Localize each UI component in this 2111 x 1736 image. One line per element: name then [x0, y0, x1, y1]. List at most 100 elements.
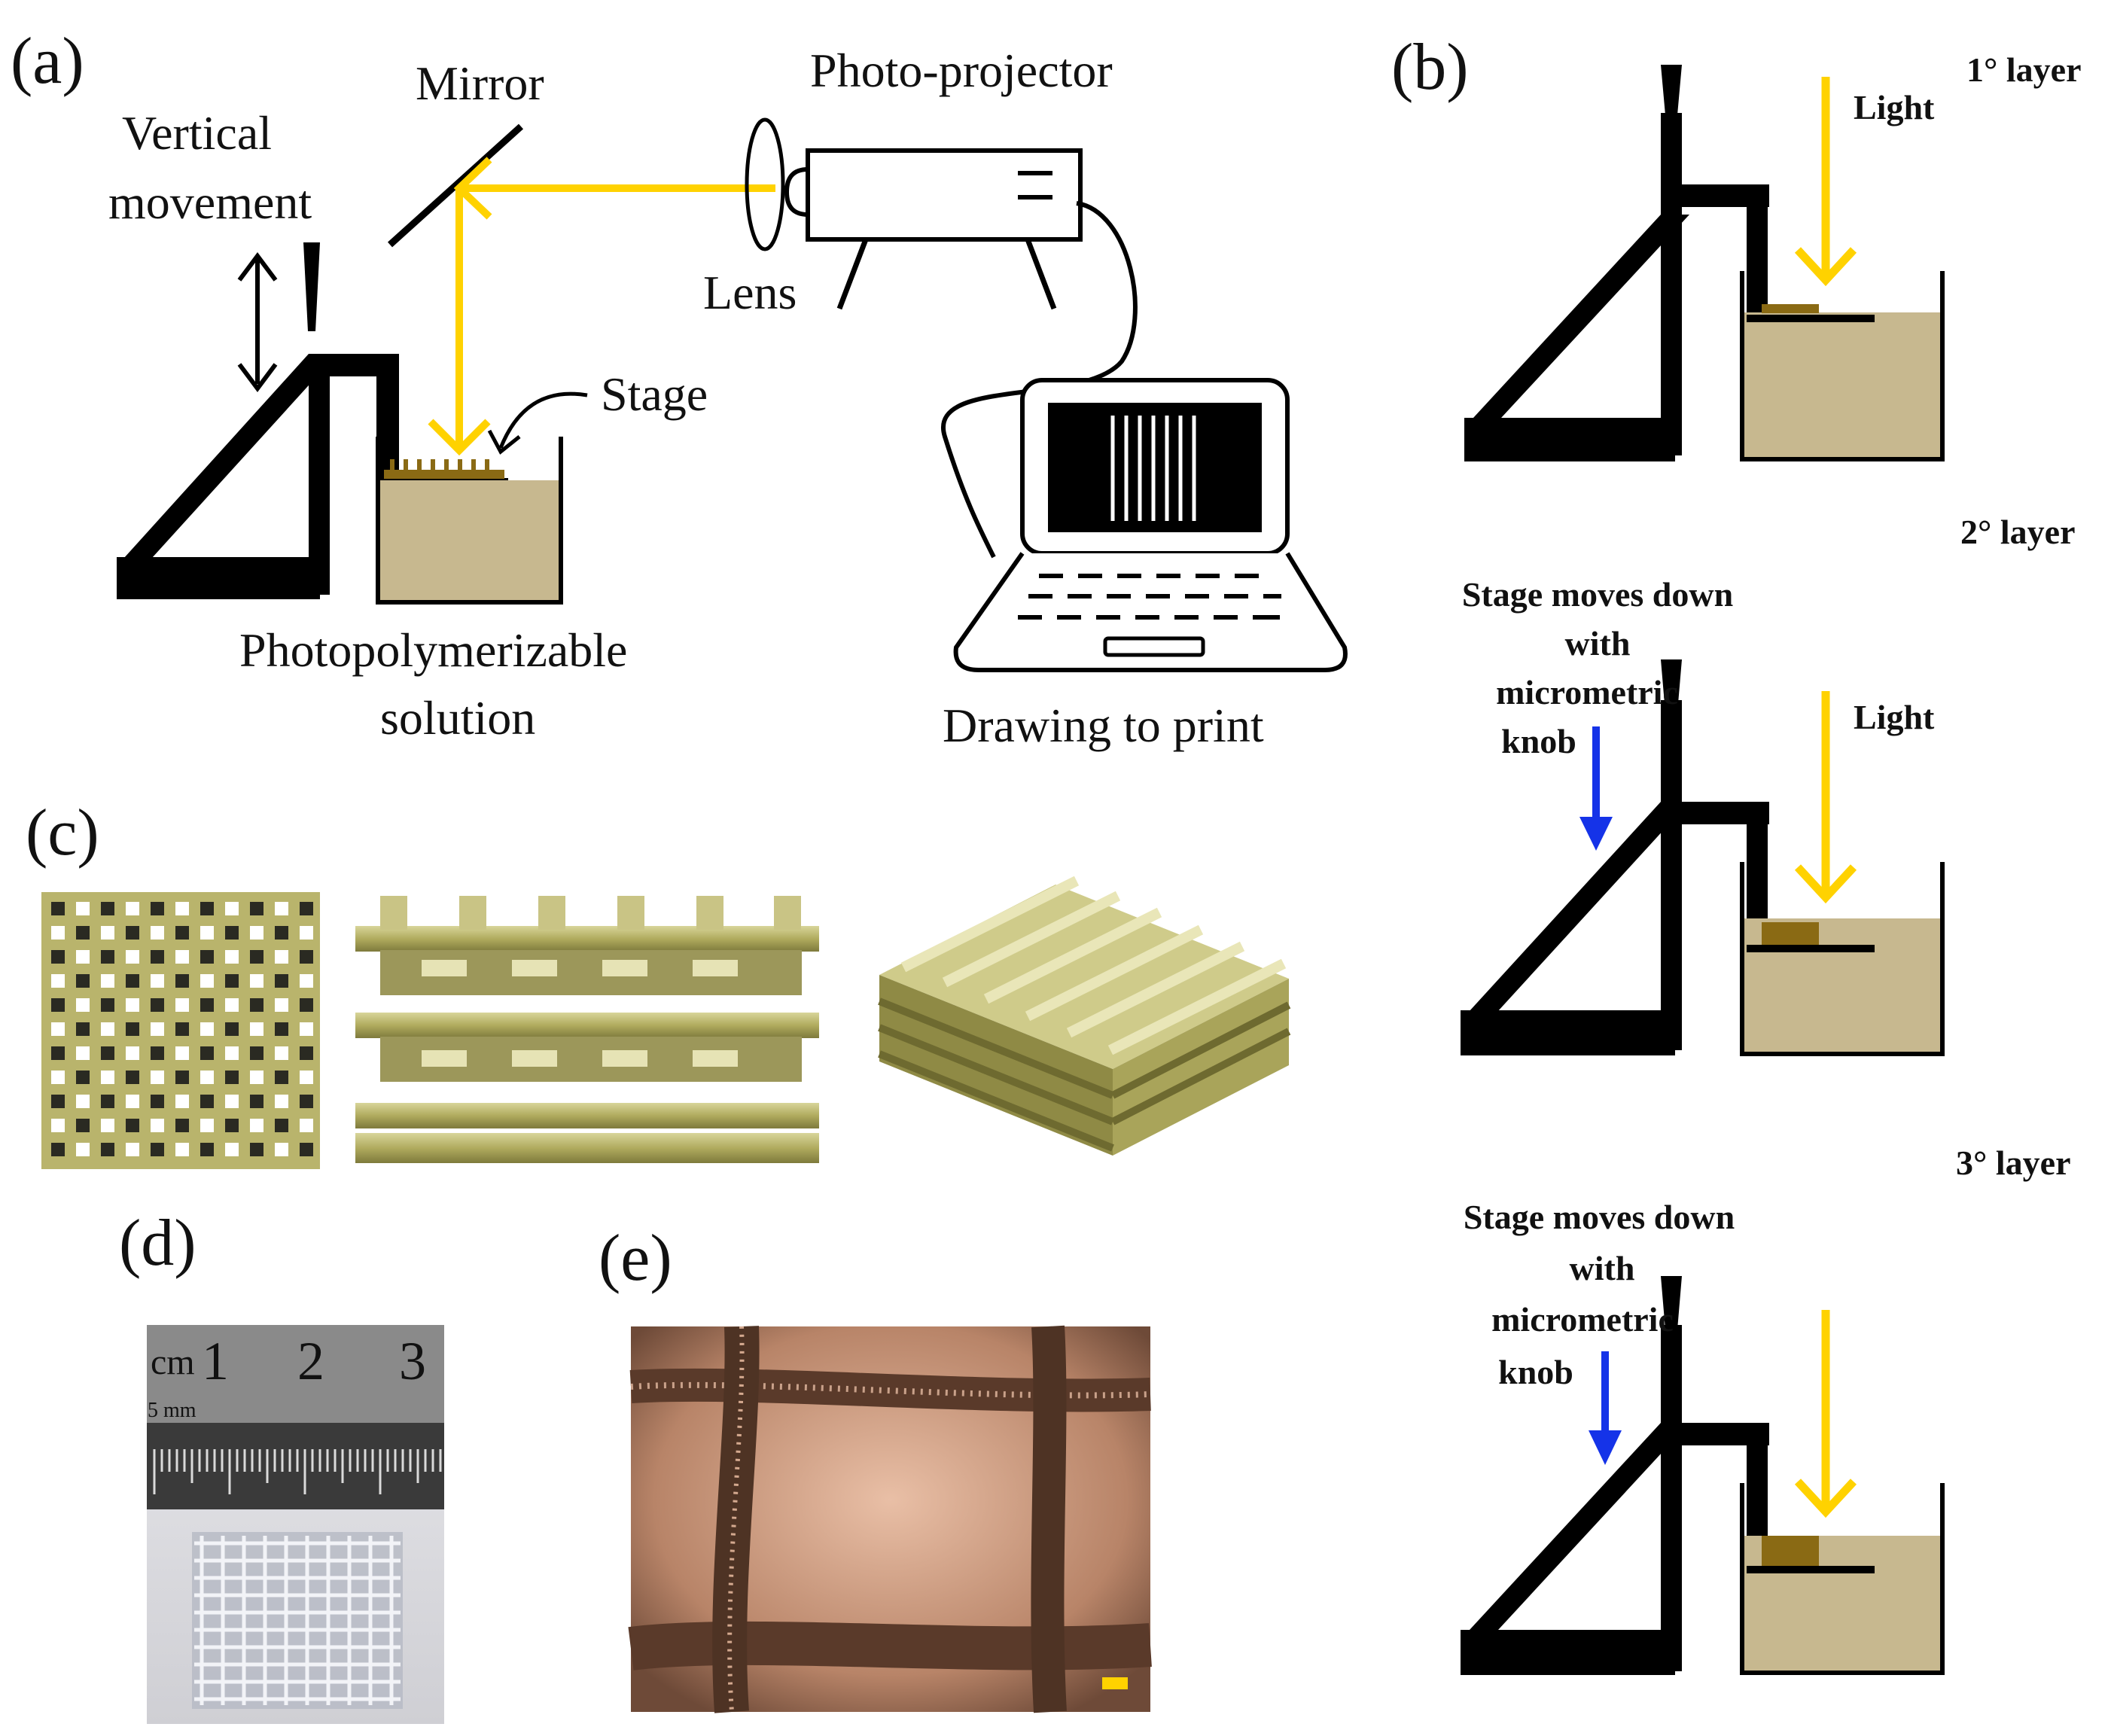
panel-c-label: (c) — [26, 796, 99, 870]
lattice-hole — [175, 974, 189, 988]
lattice-hole — [225, 1143, 239, 1156]
lattice-hole — [200, 926, 214, 940]
stage-pointer — [498, 391, 588, 449]
printed-scaffold-photo — [192, 1532, 403, 1709]
lattice-hole — [250, 1071, 263, 1084]
lattice-hole — [275, 950, 288, 964]
lattice-hole — [151, 926, 164, 940]
vat-a — [376, 437, 563, 605]
lattice-hole — [51, 974, 65, 988]
mirror-label: Mirror — [416, 56, 544, 110]
ruler: cm 1 2 3 5 mm — [147, 1325, 444, 1509]
lattice-hole — [175, 950, 189, 964]
scaffold-top-view — [41, 892, 320, 1169]
panel-e: (e) — [599, 1222, 1152, 1713]
lattice-hole — [51, 1119, 65, 1132]
lattice-hole — [200, 998, 214, 1012]
lattice-hole — [175, 1022, 189, 1036]
lattice-hole — [225, 902, 239, 915]
lattice-hole — [200, 1143, 214, 1156]
lattice-hole — [151, 1022, 164, 1036]
light-path-a — [428, 157, 775, 456]
scaffold-iso-view — [878, 876, 1291, 1156]
lattice-hole — [225, 974, 239, 988]
moves-label-3b: with — [1570, 1249, 1635, 1287]
lattice-hole — [225, 1095, 239, 1108]
lattice-hole — [101, 950, 114, 964]
lattice-hole — [76, 998, 90, 1012]
lattice-hole — [126, 1046, 139, 1060]
ruler-mm: 5 mm — [148, 1399, 196, 1422]
lattice-hole — [51, 1095, 65, 1108]
lattice-hole — [250, 998, 263, 1012]
lattice-hole — [51, 926, 65, 940]
lattice-hole — [250, 950, 263, 964]
lattice-hole — [275, 1095, 288, 1108]
lattice-hole — [76, 974, 90, 988]
moves-label-2b: with — [1565, 624, 1631, 662]
lattice-hole — [275, 1119, 288, 1132]
step-3: Stage moves down with micrometric knob — [1461, 1198, 1945, 1675]
lattice-hole — [76, 1071, 90, 1084]
lattice-hole — [200, 1119, 214, 1132]
lattice-hole — [76, 1022, 90, 1036]
layer3-label: 3° layer — [1956, 1144, 2071, 1182]
lattice-hole — [151, 902, 164, 915]
lattice-hole — [101, 1119, 114, 1132]
photo-projector — [784, 148, 1083, 310]
lattice-hole — [126, 998, 139, 1012]
lattice-hole — [250, 902, 263, 915]
scale-bar — [1102, 1677, 1128, 1689]
ruler-3: 3 — [399, 1331, 426, 1391]
lattice-hole — [51, 902, 65, 915]
lattice-hole — [51, 1071, 65, 1084]
lattice-hole — [250, 1022, 263, 1036]
panel-b: (b) 1° layer 2° layer 3° layer Light — [1391, 31, 2082, 1675]
micrograph — [628, 1325, 1152, 1713]
lattice-hole — [101, 926, 114, 940]
moves-label-3d: knob — [1498, 1353, 1573, 1391]
vertical-movement-arrow — [237, 252, 278, 392]
photo-projector-label: Photo-projector — [810, 44, 1113, 97]
stage-a — [384, 459, 504, 479]
lattice-hole — [200, 1071, 214, 1084]
lattice-hole — [225, 1071, 239, 1084]
laptop — [953, 378, 1348, 672]
lattice-hole — [300, 1095, 313, 1108]
lattice-hole — [275, 1022, 288, 1036]
lattice-hole — [126, 950, 139, 964]
lattice-hole — [250, 974, 263, 988]
lattice-hole — [151, 950, 164, 964]
lattice-hole — [225, 1022, 239, 1036]
panel-d: (d) cm 1 2 3 5 mm — [119, 1207, 444, 1724]
lattice-hole — [300, 1071, 313, 1084]
lattice-hole — [101, 1071, 114, 1084]
scaffold-side-view — [355, 896, 819, 1163]
ruler-unit: cm — [151, 1342, 195, 1382]
lattice-hole — [225, 926, 239, 940]
lattice-hole — [175, 902, 189, 915]
lattice-hole — [101, 1095, 114, 1108]
lattice-hole — [126, 1095, 139, 1108]
lattice-hole — [101, 902, 114, 915]
moves-label-2c: micrometric — [1496, 673, 1678, 711]
lattice-hole — [225, 998, 239, 1012]
panel-a: (a) — [11, 25, 1348, 752]
panel-b-label: (b) — [1391, 31, 1469, 104]
solution-label-1: Photopolymerizable — [239, 623, 627, 677]
lattice-hole — [126, 1143, 139, 1156]
lattice-hole — [151, 974, 164, 988]
lattice-hole — [175, 1071, 189, 1084]
lattice-hole — [200, 902, 214, 915]
lattice-hole — [76, 1046, 90, 1060]
moves-label-3a: Stage moves down — [1464, 1198, 1735, 1236]
lattice-hole — [126, 926, 139, 940]
lattice-hole — [175, 1143, 189, 1156]
lattice-hole — [250, 926, 263, 940]
panel-c: (c) — [26, 796, 1291, 1169]
lattice-hole — [51, 998, 65, 1012]
lattice-hole — [300, 1119, 313, 1132]
lattice-hole — [101, 1143, 114, 1156]
lattice-hole — [76, 1095, 90, 1108]
